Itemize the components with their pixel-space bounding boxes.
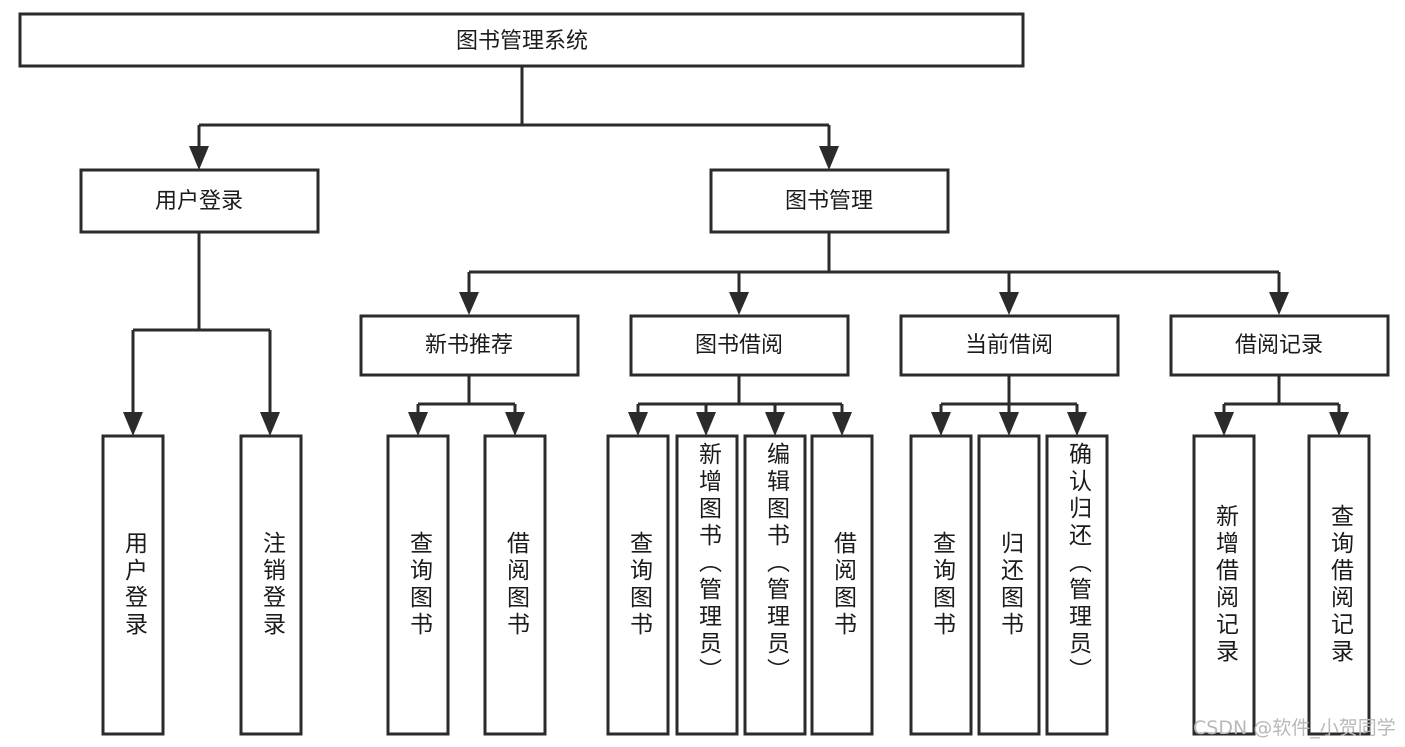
leaf-box-confirm-return[interactable] [1045,434,1109,736]
arrow-borrow-leaf-4 [832,412,852,436]
node-current-borrow-box[interactable] [899,314,1120,377]
node-current-borrow-label: 当前借阅 [965,333,1053,358]
connector-group-book-management [459,232,1289,315]
node-book-borrow[interactable]: 图书借阅 [629,314,850,377]
node-borrow-record-label: 借阅记录 [1235,333,1323,358]
arrow-current-leaf-3 [1067,412,1087,436]
leaf-boxes [101,434,1371,736]
node-book-management[interactable]: 图书管理 [709,168,950,234]
leaf-box-query-book-3[interactable] [909,434,973,736]
node-borrow-record-box[interactable] [1169,314,1390,377]
arrow-bookmgmt-to-current [999,292,1019,315]
node-current-borrow[interactable]: 当前借阅 [899,314,1120,377]
connector-group-current-borrow [931,375,1087,436]
leaf-box-query-book-2[interactable] [606,434,670,736]
arrow-record-leaf-1 [1214,412,1234,436]
leaf-box-user-login[interactable] [101,434,165,736]
node-book-borrow-box[interactable] [629,314,850,377]
connector-group-root [189,66,839,170]
arrow-bookmgmt-to-borrow [729,292,749,315]
leaf-box-query-record[interactable] [1307,434,1371,736]
arrow-current-leaf-2 [999,412,1019,436]
arrow-current-leaf-1 [931,412,951,436]
leaf-box-borrow-book-2[interactable] [810,434,874,736]
node-user-login-label: 用户登录 [155,189,243,214]
arrow-bookmgmt-to-record [1269,292,1289,315]
connector-group-borrow-record [1214,375,1349,436]
arrow-record-leaf-2 [1329,412,1349,436]
node-book-management-box[interactable] [709,168,950,234]
arrow-bookmgmt-to-newbook [459,292,479,315]
connector-group-user-login [123,232,280,436]
leaf-box-logout[interactable] [239,434,303,736]
arrow-newbook-leaf-2 [505,412,525,436]
node-user-login[interactable]: 用户登录 [79,168,320,234]
leaf-box-query-book-1[interactable] [386,434,450,736]
leaf-box-edit-book[interactable] [743,434,807,736]
arrow-root-to-userlogin [189,146,209,170]
node-book-borrow-label: 图书借阅 [695,333,783,358]
node-new-book-recommend-label: 新书推荐 [425,333,513,358]
connector-group-new-book-recommend [408,375,525,436]
arrow-userlogin-leaf-2 [260,412,280,436]
arrow-borrow-leaf-3 [765,412,785,436]
node-root-box[interactable] [18,12,1025,68]
leaf-box-borrow-book-1[interactable] [483,434,547,736]
arrow-borrow-leaf-2 [696,412,716,436]
connector-group-book-borrow [628,375,852,436]
node-root[interactable]: 图书管理系统 [18,12,1025,68]
csdn-watermark: CSDN @软件_小贺同学 [1193,717,1396,739]
leaf-box-add-book[interactable] [675,434,739,736]
node-new-book-recommend[interactable]: 新书推荐 [359,314,580,377]
node-root-label: 图书管理系统 [456,29,588,54]
arrow-root-to-bookmgmt [819,146,839,170]
leaf-box-return-book[interactable] [977,434,1041,736]
leaf-box-add-record[interactable] [1192,434,1256,736]
node-new-book-recommend-box[interactable] [359,314,580,377]
arrow-userlogin-leaf-1 [123,412,143,436]
arrow-newbook-leaf-1 [408,412,428,436]
node-book-management-label: 图书管理 [785,189,873,214]
node-borrow-record[interactable]: 借阅记录 [1169,314,1390,377]
arrow-borrow-leaf-1 [628,412,648,436]
node-user-login-box[interactable] [79,168,320,234]
